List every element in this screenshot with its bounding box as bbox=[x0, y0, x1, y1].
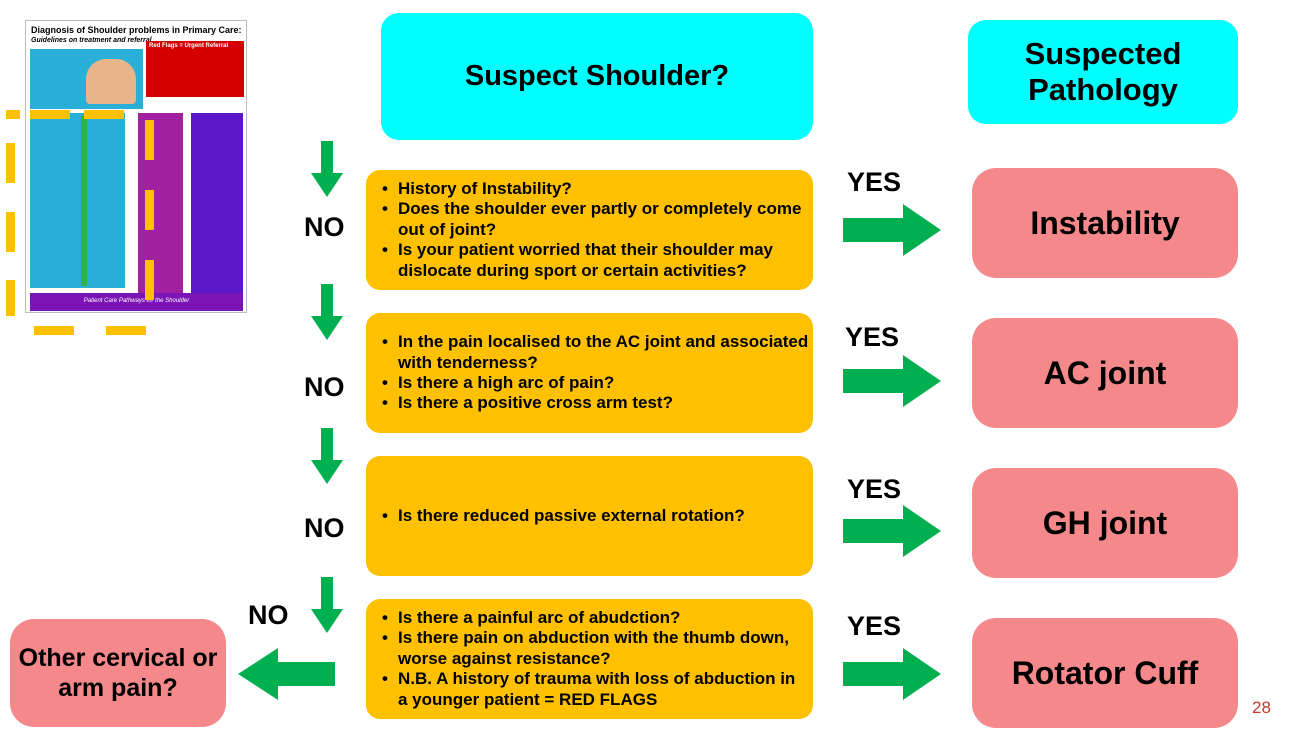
thumbnail-shoulder-figure bbox=[86, 59, 136, 104]
thumbnail-flow-column bbox=[30, 113, 125, 288]
highlight-dash bbox=[6, 280, 15, 316]
arrow-right-icon bbox=[843, 505, 941, 557]
question-item: Is there pain on abduction with the thum… bbox=[380, 628, 809, 669]
arrow-left-icon bbox=[238, 648, 335, 700]
highlight-dash bbox=[145, 190, 154, 230]
no-label: NO bbox=[304, 212, 345, 242]
highlight-dash bbox=[30, 110, 70, 119]
question-box-instability: History of Instability? Does the shoulde… bbox=[366, 170, 813, 290]
highlight-dash bbox=[6, 143, 15, 183]
thumbnail-title: Diagnosis of Shoulder problems in Primar… bbox=[31, 25, 242, 35]
no-label: NO bbox=[248, 600, 289, 630]
page-number: 28 bbox=[1252, 698, 1271, 717]
question-item: History of Instability? bbox=[380, 179, 809, 200]
outcome-label: Instability bbox=[1030, 204, 1180, 241]
question-list: In the pain localised to the AC joint an… bbox=[380, 332, 809, 414]
highlight-dash bbox=[6, 212, 15, 252]
thumbnail-referral-column bbox=[191, 113, 243, 293]
question-item: In the pain localised to the AC joint an… bbox=[380, 332, 809, 373]
highlight-dash bbox=[106, 326, 146, 335]
start-question-text: Suspect Shoulder? bbox=[464, 60, 730, 92]
yes-label: YES bbox=[845, 322, 900, 352]
question-item: Is there a painful arc of abudction? bbox=[380, 608, 809, 629]
thumbnail-red-flags-label: Red Flags = Urgent Referral bbox=[149, 43, 229, 49]
arrow-right-icon bbox=[843, 648, 941, 700]
outcome-ac-joint: AC joint bbox=[972, 318, 1238, 428]
question-list: History of Instability? Does the shoulde… bbox=[380, 179, 809, 281]
highlight-dash bbox=[145, 120, 154, 160]
yes-label: YES bbox=[847, 167, 902, 197]
outcome-fallback: Other cervical or arm pain? bbox=[10, 619, 226, 727]
highlight-dash bbox=[145, 260, 154, 300]
pathology-heading-text: Suspected Pathology bbox=[1024, 36, 1182, 107]
outcome-rotator-cuff: Rotator Cuff bbox=[972, 618, 1238, 728]
thumbnail-red-flags: Red Flags = Urgent Referral bbox=[146, 41, 244, 97]
arrow-down-icon bbox=[311, 577, 343, 633]
outcome-label: Rotator Cuff bbox=[1011, 654, 1199, 691]
question-box-rotator-cuff: Is there a painful arc of abudction? Is … bbox=[366, 599, 813, 719]
thumbnail-footer-text: Patient Care Pathways for the Shoulder bbox=[83, 298, 190, 304]
outcome-instability: Instability bbox=[972, 168, 1238, 278]
question-item: Is your patient worried that their shoul… bbox=[380, 240, 809, 281]
start-question-box: Suspect Shoulder? bbox=[381, 13, 813, 140]
question-box-ac-joint: In the pain localised to the AC joint an… bbox=[366, 313, 813, 433]
arrow-right-icon bbox=[843, 204, 941, 256]
arrow-down-icon bbox=[311, 428, 343, 484]
outcome-label: GH joint bbox=[1042, 504, 1168, 541]
guideline-thumbnail: Diagnosis of Shoulder problems in Primar… bbox=[25, 20, 247, 313]
highlight-dash bbox=[84, 110, 124, 119]
yes-label: YES bbox=[847, 474, 902, 504]
arrow-right-icon bbox=[843, 355, 941, 407]
question-list: Is there a painful arc of abudction? Is … bbox=[380, 608, 809, 710]
question-item: N.B. A history of trauma with loss of ab… bbox=[380, 669, 809, 710]
question-box-gh-joint: Is there reduced passive external rotati… bbox=[366, 456, 813, 576]
question-item: Is there reduced passive external rotati… bbox=[380, 506, 745, 527]
arrow-down-icon bbox=[311, 141, 343, 197]
no-label: NO bbox=[304, 513, 345, 543]
question-list: Is there reduced passive external rotati… bbox=[380, 506, 745, 527]
arrow-down-icon bbox=[311, 284, 343, 340]
pathology-heading-box: Suspected Pathology bbox=[968, 20, 1238, 124]
question-item: Does the shoulder ever partly or complet… bbox=[380, 199, 809, 240]
no-label: NO bbox=[304, 372, 345, 402]
outcome-gh-joint: GH joint bbox=[972, 468, 1238, 578]
thumbnail-green-connector bbox=[81, 116, 87, 286]
highlight-dash bbox=[34, 326, 74, 335]
fallback-label: Other cervical or arm pain? bbox=[18, 644, 218, 702]
question-item: Is there a high arc of pain? bbox=[380, 373, 809, 394]
question-item: Is there a positive cross arm test? bbox=[380, 393, 809, 414]
yes-label: YES bbox=[847, 611, 902, 641]
outcome-label: AC joint bbox=[1043, 354, 1167, 391]
thumbnail-subtitle: Guidelines on treatment and referral bbox=[31, 37, 152, 44]
highlight-dash bbox=[6, 110, 20, 119]
thumbnail-footer: Patient Care Pathways for the Shoulder bbox=[30, 293, 243, 311]
